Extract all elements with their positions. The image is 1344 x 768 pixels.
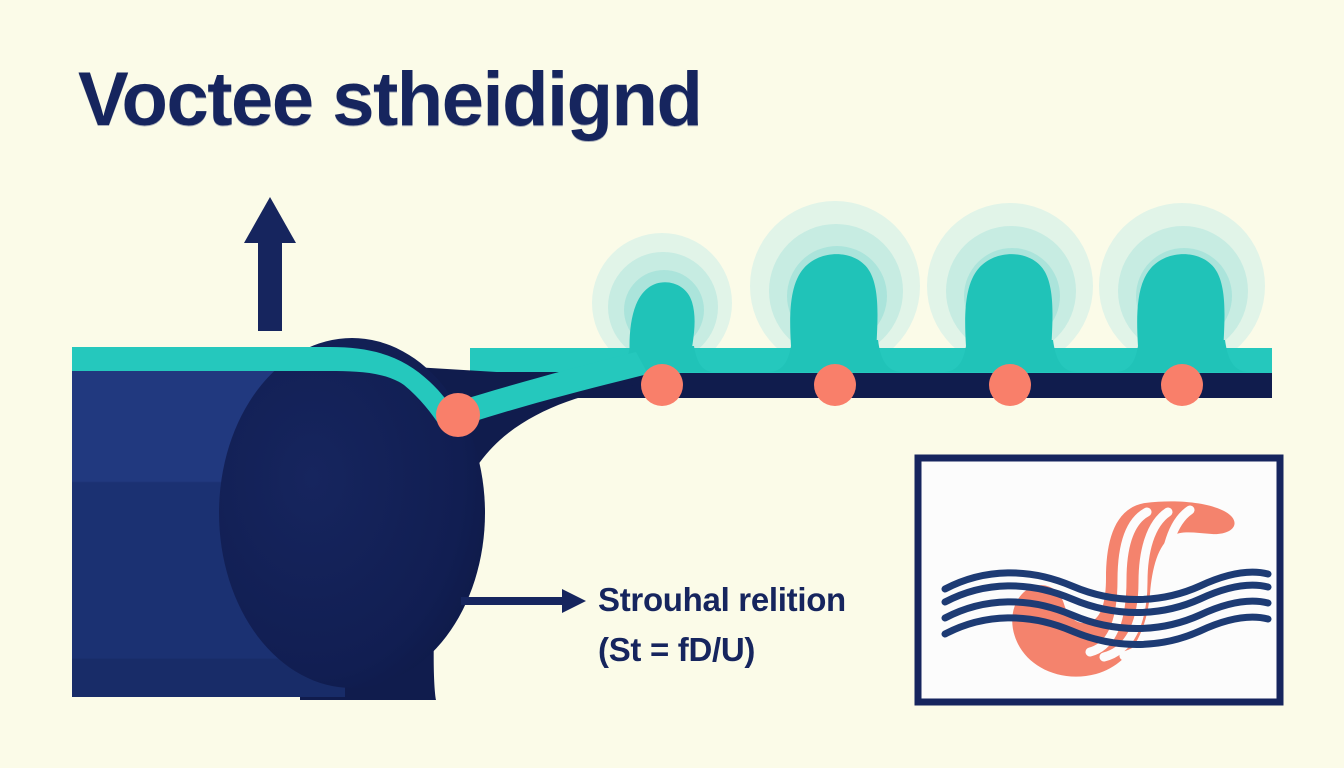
inset-streamlines bbox=[941, 568, 1272, 648]
cylinder-top-shear-layer bbox=[72, 347, 458, 426]
vortex-bump-2 bbox=[790, 254, 878, 362]
vortex-bump-1 bbox=[629, 282, 695, 362]
vortex-marker-3 bbox=[989, 364, 1031, 406]
page-title: Voctee stheidignd bbox=[78, 57, 703, 142]
vortex-marker-2 bbox=[814, 364, 856, 406]
flow-arrow-up-icon bbox=[244, 197, 296, 331]
shear-layer-rising bbox=[452, 352, 648, 424]
vortex-street-inset bbox=[914, 454, 1284, 706]
callout-arrow-right-icon bbox=[461, 589, 586, 613]
vortex-bump-3 bbox=[965, 254, 1053, 362]
vortex-bumps bbox=[629, 254, 1225, 362]
vortex-marker-1 bbox=[641, 364, 683, 406]
callout-label-line1: Strouhal relition bbox=[598, 581, 846, 618]
vortex-marker-4 bbox=[1161, 364, 1203, 406]
coral-markers bbox=[436, 364, 1203, 437]
callout-label-line2: (St = fD/U) bbox=[598, 631, 756, 668]
separation-point-marker bbox=[436, 393, 480, 437]
vortex-bump-4 bbox=[1137, 254, 1225, 362]
cylinder-end-cap bbox=[219, 338, 485, 688]
vortex-bump-fillets bbox=[610, 340, 1249, 372]
